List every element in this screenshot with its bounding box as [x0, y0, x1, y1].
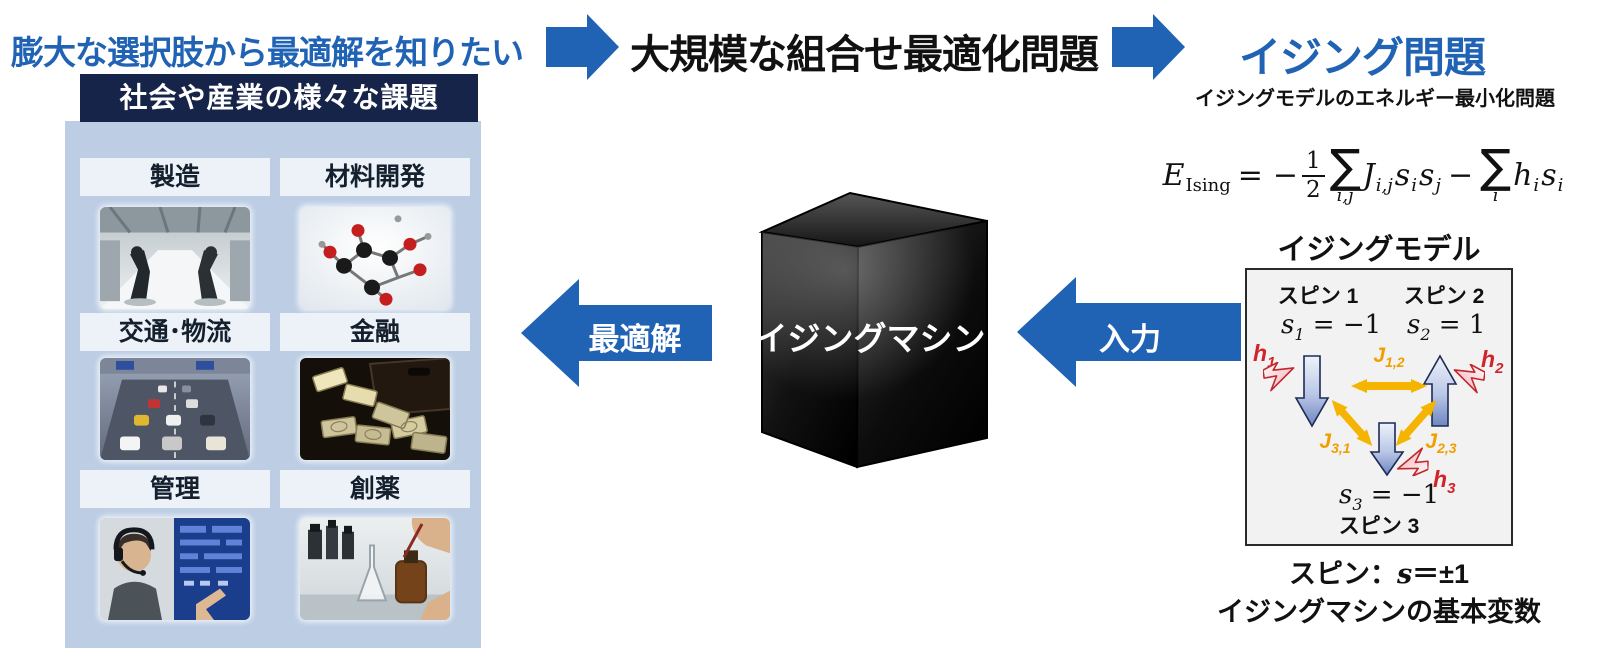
output-left-arrow-icon	[521, 279, 712, 387]
ising-machine-label: イジングマシン	[754, 320, 986, 357]
formula-one-half: 1 2	[1302, 150, 1325, 202]
formula-minus-1: −	[1272, 158, 1299, 193]
formula-h: h	[1513, 158, 1533, 193]
input-arrow-label: 入力	[1099, 322, 1161, 357]
spin-definition-caption: スピン：s＝±1	[1288, 559, 1470, 590]
molecule-model-image	[300, 207, 450, 309]
ising-problem-title: イジング問題	[1238, 34, 1486, 81]
coupling-j12-label: J1,2	[1373, 344, 1405, 370]
factory-robots-image	[100, 207, 250, 309]
spin1-label: スピン 1	[1277, 285, 1359, 308]
spin1-value: s1 = −1	[1281, 310, 1382, 344]
ising-machine-cube	[758, 191, 988, 469]
spin3-label: スピン 3	[1338, 515, 1420, 538]
coupling-j12-arrow-icon	[1351, 379, 1427, 393]
challenges-header: 社会や産業の様々な課題	[80, 74, 478, 122]
field-h2-lightning-icon	[1453, 364, 1485, 394]
challenge-label-drug-discovery: 創薬	[280, 470, 470, 508]
field-h1-label: h1	[1253, 340, 1276, 371]
ising-model-box: スピン 1 スピン 2 s1 = −1 s2 = 1 h1 h2 h3	[1245, 268, 1513, 546]
output-arrow-label: 最適解	[588, 322, 682, 357]
flow-step1-title: 膨大な選択肢から最適解を知りたい	[11, 34, 524, 71]
field-h3-lightning-icon	[1396, 447, 1430, 477]
ising-problem-subtitle: イジングモデルのエネルギー最小化問題	[1195, 88, 1555, 110]
input-left-arrow-icon	[1017, 277, 1241, 387]
traffic-jam-image	[100, 358, 250, 460]
challenge-label-finance: 金融	[280, 313, 470, 351]
formula-sum-ij: ∑ i,j	[1329, 138, 1361, 207]
flow-right-arrow-1-icon	[546, 14, 619, 80]
formula-minus-2: −	[1447, 158, 1474, 193]
challenge-label-management: 管理	[80, 470, 270, 508]
coupling-j23-label: J2,3	[1425, 430, 1457, 456]
challenge-label-materials: 材料開発	[280, 158, 470, 196]
banknotes-image	[300, 358, 450, 460]
formula-J: J	[1362, 158, 1375, 193]
formula-E-sub: Ising	[1185, 175, 1231, 196]
spin1-down-arrow-icon	[1294, 355, 1330, 428]
operator-monitoring-image	[100, 518, 250, 620]
field-h2-label: h2	[1481, 346, 1504, 377]
formula-sum-i: ∑ i	[1480, 138, 1512, 207]
basic-variable-caption: イジングマシンの基本変数	[1217, 597, 1541, 627]
drug-discovery-lab-image	[300, 518, 450, 620]
challenge-label-manufacturing: 製造	[80, 158, 270, 196]
spin3-down-arrow-icon	[1369, 422, 1405, 477]
formula-equals: =	[1237, 158, 1263, 193]
coupling-j31-label: J3,1	[1319, 430, 1351, 456]
spin2-value: s2 = 1	[1407, 310, 1486, 344]
field-h1-lightning-icon	[1263, 362, 1295, 392]
challenges-panel: 製造 材料開発 交通･物流 金融 管理 創薬	[65, 121, 481, 648]
spin3-value: s3 = −1	[1339, 480, 1440, 514]
spin2-label: スピン 2	[1403, 285, 1485, 308]
field-h3-label: h3	[1433, 466, 1456, 497]
flow-right-arrow-2-icon	[1112, 14, 1185, 80]
flow-step2-title: 大規模な組合せ最適化問題	[630, 33, 1099, 77]
ising-model-title: イジングモデル	[1277, 234, 1481, 266]
challenge-label-logistics: 交通･物流	[80, 313, 270, 351]
formula-E: E	[1162, 158, 1185, 193]
coupling-j31-j23-arrows-icon	[1331, 400, 1437, 446]
